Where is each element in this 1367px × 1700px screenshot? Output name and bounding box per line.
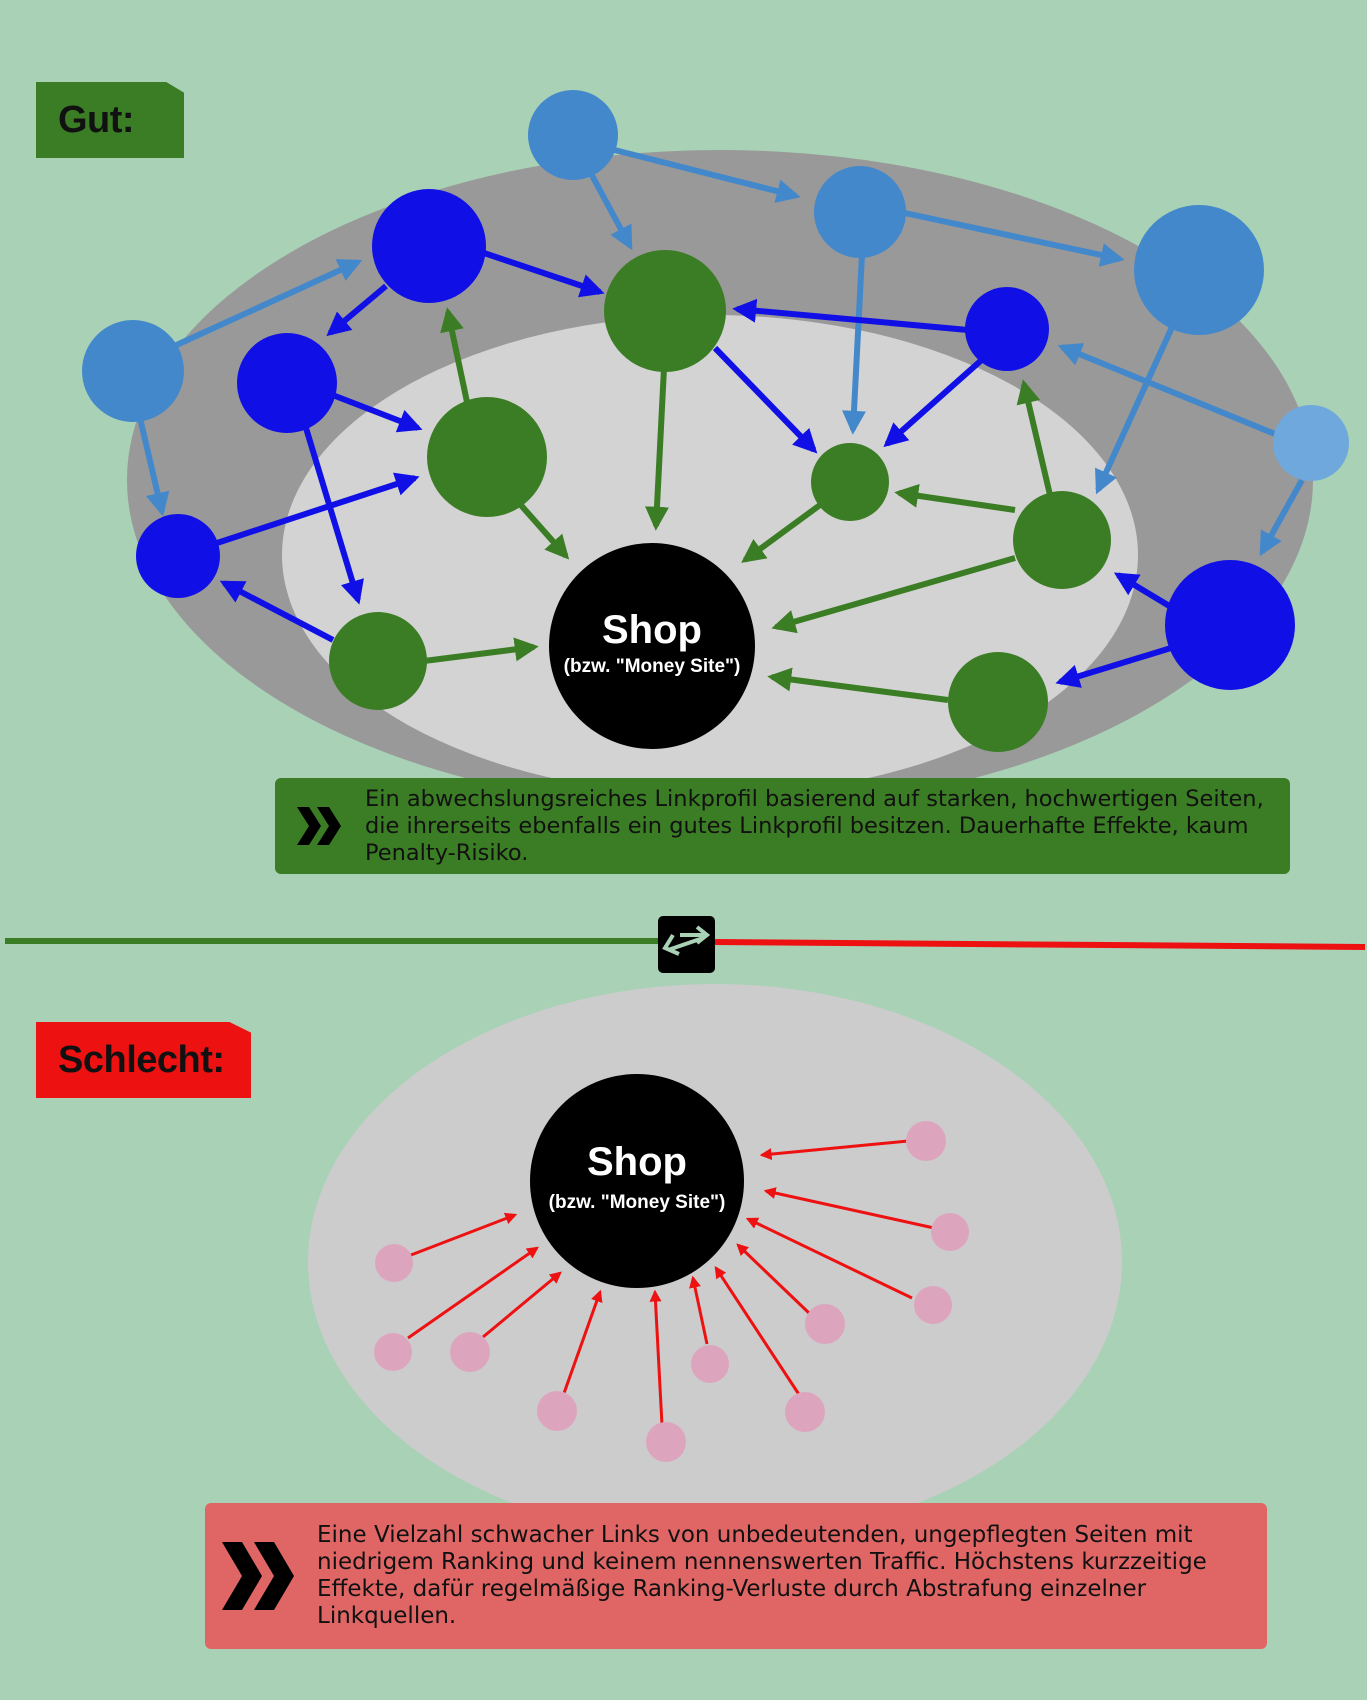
node	[1134, 205, 1264, 335]
node	[948, 652, 1048, 752]
node	[691, 1345, 729, 1383]
shop-title-bad: Shop	[587, 1140, 687, 1184]
good-label-tag: Gut:	[36, 82, 184, 158]
node	[427, 397, 547, 517]
node	[374, 1333, 412, 1371]
arrow	[759, 1139, 909, 1161]
node	[1273, 405, 1349, 481]
bad-label-tag: Schlecht:	[36, 1022, 251, 1098]
arrow	[423, 637, 539, 664]
node	[646, 1422, 686, 1462]
tier3-nodes	[82, 90, 1349, 481]
tier1-nodes	[329, 250, 1111, 752]
node	[450, 1332, 490, 1372]
arrow	[407, 1246, 539, 1340]
arrow	[516, 501, 570, 560]
arrow	[328, 391, 423, 433]
arrow	[689, 1275, 709, 1345]
shop-node-bad	[530, 1074, 744, 1288]
arrow	[1095, 323, 1176, 495]
bad-ring	[308, 984, 1122, 1540]
arrow	[1113, 572, 1173, 610]
node	[604, 250, 726, 372]
divider-bad	[712, 939, 1366, 950]
arrow	[745, 1217, 913, 1300]
arrow	[714, 1265, 802, 1397]
arrow	[883, 354, 987, 448]
arrow	[137, 417, 170, 517]
arrow	[644, 367, 669, 531]
arrow	[763, 1187, 935, 1230]
tier2-arrows	[216, 250, 1173, 688]
shop-title-good: Shop	[602, 608, 702, 652]
node	[965, 287, 1049, 371]
swap-arrows-icon	[658, 916, 715, 973]
arrow	[216, 472, 420, 546]
node	[329, 612, 427, 710]
arrow	[1259, 478, 1305, 557]
arrow	[736, 1243, 811, 1315]
arrow	[326, 283, 388, 337]
weak-arrows	[407, 1139, 935, 1426]
node	[1013, 491, 1111, 589]
node	[814, 166, 906, 258]
arrow	[561, 1289, 603, 1397]
node	[372, 189, 486, 303]
bad-description: Eine Vielzahl schwacher Links von unbede…	[317, 1522, 1207, 1629]
node	[1165, 560, 1295, 690]
tier1-arrows	[423, 307, 1053, 703]
arrow	[899, 209, 1125, 267]
arrow	[842, 254, 866, 435]
node	[906, 1121, 946, 1161]
arrow	[767, 667, 949, 703]
arrow	[410, 1212, 518, 1257]
tier2-nodes	[136, 189, 1295, 690]
arrow	[483, 250, 605, 298]
node	[375, 1244, 413, 1282]
weak-nodes	[374, 1121, 969, 1462]
arrow	[303, 427, 364, 605]
node	[237, 333, 337, 433]
arrow	[771, 555, 1016, 634]
node	[811, 443, 889, 521]
arrow	[712, 345, 818, 454]
node	[931, 1213, 969, 1251]
arrow	[894, 483, 1016, 513]
bad-description-box: Eine Vielzahl schwacher Links von unbede…	[205, 1503, 1267, 1649]
arrow	[168, 259, 363, 351]
double-chevron-icon	[275, 805, 365, 847]
node	[528, 90, 618, 180]
shop-subtitle-good: (bzw. "Money Site")	[564, 656, 741, 677]
node	[136, 514, 220, 598]
arrow	[482, 1271, 562, 1339]
shop-node-good	[549, 543, 755, 749]
good-description-box: Ein abwechslungsreiches Linkprofil basie…	[275, 778, 1290, 874]
good-description: Ein abwechslungsreiches Linkprofil basie…	[365, 785, 1264, 866]
node	[785, 1392, 825, 1432]
node	[914, 1286, 952, 1324]
arrow	[219, 580, 335, 643]
node	[805, 1304, 845, 1344]
double-chevron-icon	[205, 1540, 313, 1612]
good-label: Gut:	[58, 98, 135, 141]
arrow	[1016, 379, 1053, 496]
arrow	[649, 1289, 664, 1426]
arrow	[440, 307, 470, 403]
arrow	[732, 298, 969, 333]
arrow	[585, 166, 633, 251]
arrow	[741, 502, 822, 563]
arrow	[1055, 645, 1172, 688]
node	[537, 1391, 577, 1431]
bad-label: Schlecht:	[58, 1038, 225, 1081]
node	[82, 320, 184, 422]
tier3-arrows	[137, 137, 1305, 557]
arrow	[1057, 343, 1282, 439]
shop-subtitle-bad: (bzw. "Money Site")	[549, 1192, 726, 1213]
